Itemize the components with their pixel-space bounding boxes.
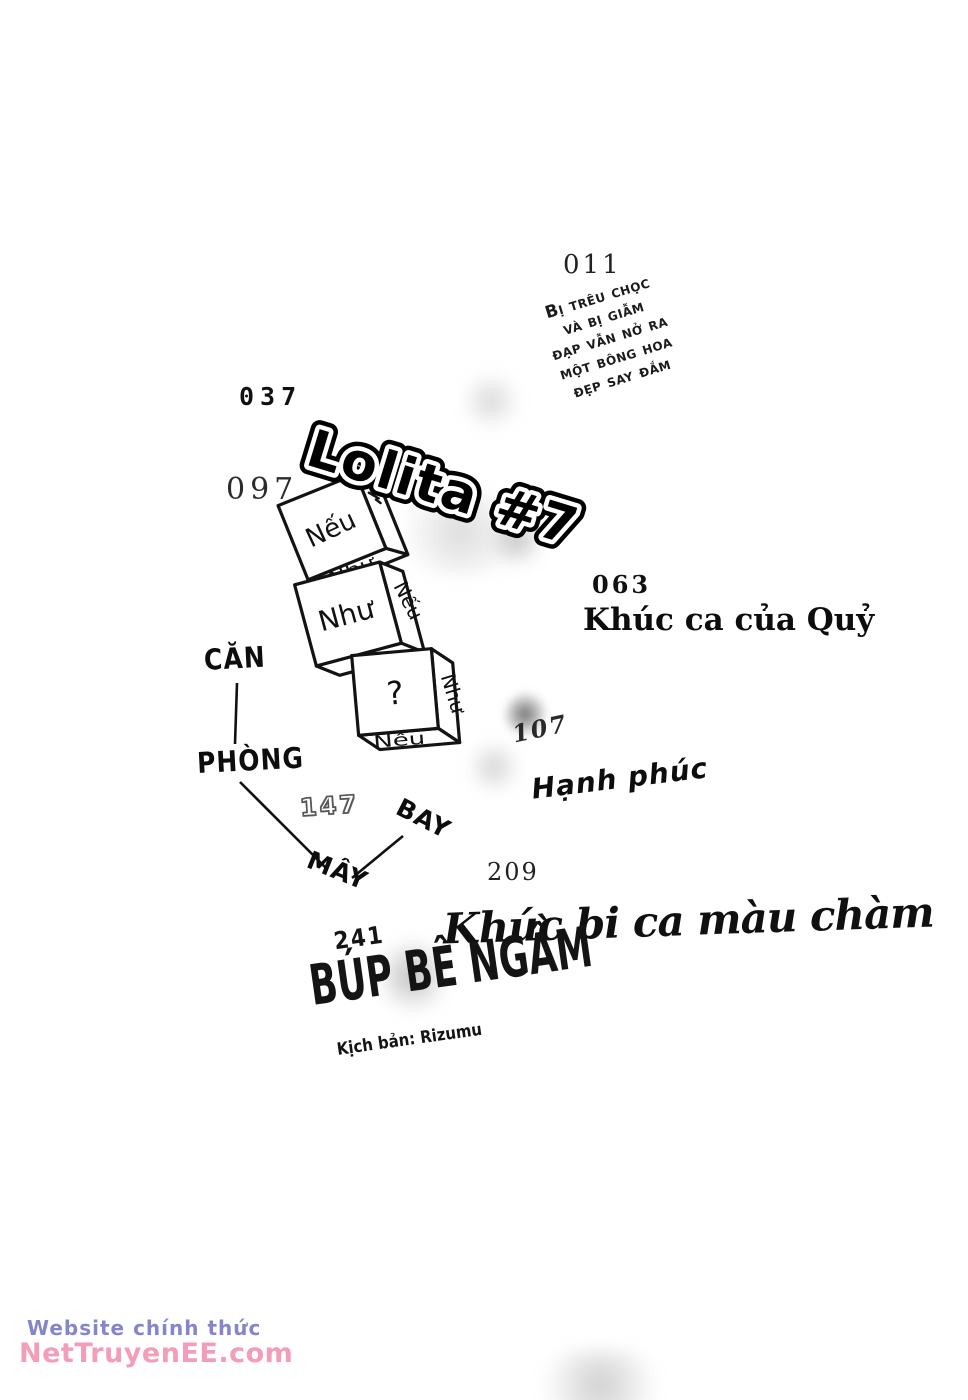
dice-illustration: Nếu Như Như Nếu ? ? Như Nếu [276, 472, 471, 753]
die-1: Nếu Như [276, 472, 410, 588]
watermark-official-site-label: Website chính thức [27, 1316, 262, 1340]
page-number-011: 011 [563, 250, 622, 280]
screentone-smudge [525, 1350, 675, 1400]
title-word-phong: PHÒNG [196, 741, 305, 780]
screentone-smudge [381, 934, 445, 1018]
page-number-209: 209 [487, 858, 539, 886]
logo-fill: Lolita #7 [300, 419, 586, 558]
screentone-smudge [462, 372, 520, 430]
die-face-label: ? [385, 673, 405, 712]
screentone-smudge [488, 514, 546, 566]
screentone-smudge [470, 738, 518, 796]
connector-lines [233, 682, 404, 880]
pen-mark [367, 491, 382, 505]
script-credit: Kịch bản: Rizumu [335, 1019, 484, 1060]
page-number-037: 037 [239, 382, 303, 411]
die-3: ? Như Nếu [350, 647, 471, 753]
page-number-063: 063 [592, 570, 652, 599]
watermark-site-name: NetTruyenEE.com [19, 1338, 294, 1369]
chapter-title-107: Hạnh phúc [529, 751, 710, 806]
title-word-can: CĂN [203, 640, 267, 677]
die-face-label: Nếu [373, 729, 426, 753]
page-number-147: 147 [298, 789, 361, 823]
page-number-097: 097 [226, 472, 299, 507]
chapter-title-063: Khúc ca của Quỷ [583, 602, 875, 638]
screentone-smudge [388, 490, 533, 575]
series-logo-lolita: Lolita #7 Lolita #7 Lolita #7 [291, 410, 595, 567]
die-2: Như Nếu ? [293, 560, 428, 677]
